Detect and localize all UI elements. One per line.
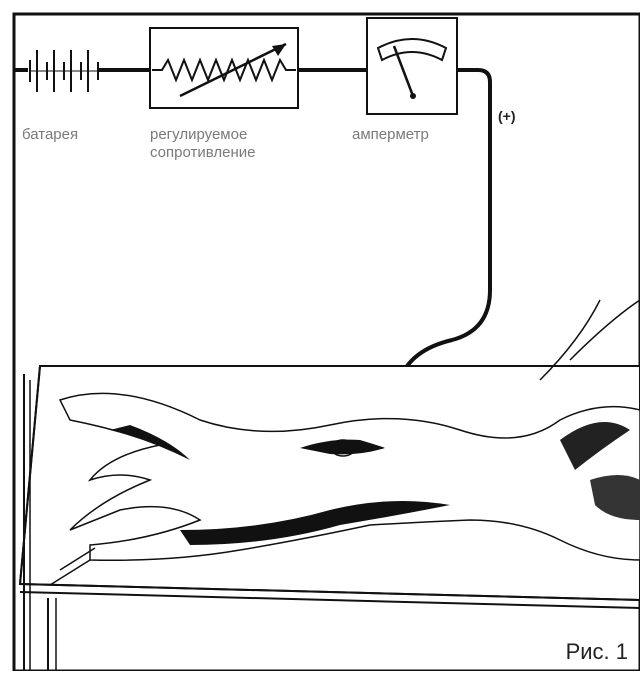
polarity-label: (+) bbox=[498, 108, 516, 124]
battery-label: батарея bbox=[22, 126, 78, 144]
variable-resistor-symbol bbox=[150, 28, 298, 108]
ammeter-symbol bbox=[367, 18, 457, 114]
ammeter-label: амперметр bbox=[352, 126, 429, 144]
resistor-label-line2: сопротивление bbox=[150, 144, 255, 162]
figure-caption: Рис. 1 bbox=[566, 639, 628, 665]
battery-symbol bbox=[14, 50, 98, 92]
resistor-label-line1: регулируемое bbox=[150, 126, 247, 144]
